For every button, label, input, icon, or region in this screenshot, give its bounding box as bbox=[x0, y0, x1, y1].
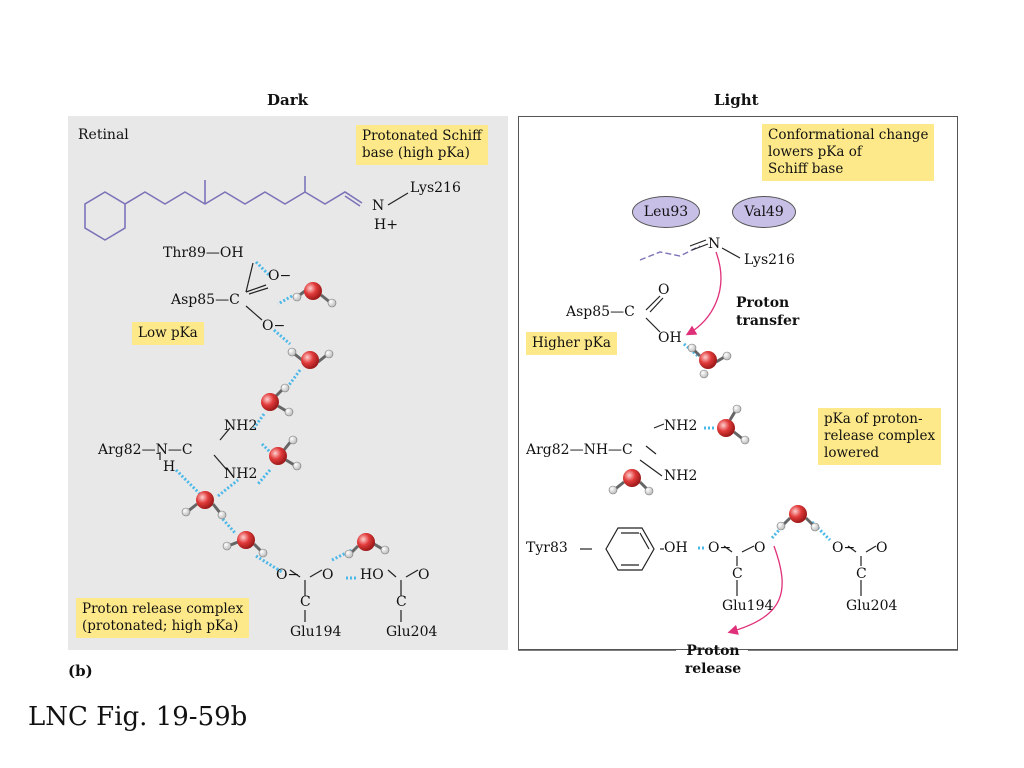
light-glu194-label: Glu194 bbox=[722, 598, 774, 614]
light-oh-label: OH bbox=[658, 330, 682, 346]
box-line: release complex bbox=[824, 428, 936, 444]
light-glu204-o-minus: O− bbox=[832, 540, 856, 556]
tyr-oh-label: OH bbox=[664, 540, 688, 556]
tyr-label: Tyr83 bbox=[526, 540, 568, 556]
label-line: Proton bbox=[686, 643, 740, 659]
dark-n-label: N bbox=[372, 198, 385, 214]
dark-panel-title: Dark bbox=[267, 91, 309, 109]
light-asp-label: Asp85—C bbox=[566, 304, 635, 320]
box-line: Schiff base bbox=[768, 161, 844, 177]
light-glu194-o-minus: O− bbox=[708, 540, 732, 556]
light-nh2-bottom: NH2 bbox=[664, 468, 698, 484]
retinal-label: Retinal bbox=[78, 127, 129, 143]
box-conformational-change: Conformational change lowers pKa of Schi… bbox=[762, 124, 935, 181]
box-line: lowers pKa of bbox=[768, 144, 862, 160]
thr-label: Thr89—OH bbox=[163, 245, 244, 261]
dark-lys-label: Lys216 bbox=[410, 180, 461, 196]
dark-glu194-o-minus: O− bbox=[276, 567, 300, 583]
light-c1: C bbox=[732, 566, 743, 582]
dark-glu204-o: O bbox=[418, 567, 430, 583]
light-lys-label: Lys216 bbox=[744, 252, 795, 268]
box-low-pka: Low pKa bbox=[132, 322, 204, 345]
box-line: base (high pKa) bbox=[362, 145, 470, 161]
light-nh2-top: NH2 bbox=[664, 418, 698, 434]
proton-release-label: Proton release bbox=[680, 642, 746, 678]
dark-glu194-label: Glu194 bbox=[290, 624, 342, 640]
dark-ho-label: HO bbox=[360, 567, 384, 583]
box-line: Conformational change bbox=[768, 127, 929, 143]
dark-nh2-bottom: NH2 bbox=[224, 466, 258, 482]
box-line: pKa of proton- bbox=[824, 411, 923, 427]
dark-h-label: H bbox=[163, 459, 176, 475]
label-line: Proton bbox=[736, 295, 790, 311]
dark-o-minus-bottom: O− bbox=[262, 318, 286, 334]
figure-caption: LNC Fig. 19-59b bbox=[28, 702, 248, 732]
light-glu204-o: O bbox=[876, 540, 888, 556]
box-higher-pka: Higher pKa bbox=[526, 332, 617, 355]
box-release-complex-lowered: pKa of proton- release complex lowered bbox=[818, 408, 942, 465]
label-line: release bbox=[684, 661, 742, 677]
proton-transfer-label: Proton transfer bbox=[736, 294, 799, 330]
light-arg-label: Arg82—NH—C bbox=[526, 442, 633, 458]
dark-glu204-label: Glu204 bbox=[386, 624, 438, 640]
label-line: transfer bbox=[736, 313, 800, 329]
light-c2: C bbox=[856, 566, 867, 582]
dark-waters bbox=[181, 282, 390, 559]
dark-h-plus-label: H+ bbox=[374, 217, 398, 233]
box-line: lowered bbox=[824, 445, 880, 461]
light-panel-title: Light bbox=[714, 91, 759, 109]
dark-arg-label: Arg82—N—C bbox=[98, 442, 193, 458]
box-line: (protonated; high pKa) bbox=[82, 618, 239, 634]
leu-oval: Leu93 bbox=[632, 196, 700, 228]
light-glu194-o: O bbox=[754, 540, 766, 556]
figure-tag: (b) bbox=[68, 662, 93, 680]
box-protonated-schiff-base: Protonated Schiff base (high pKa) bbox=[356, 125, 488, 165]
dark-c-glu194: C bbox=[300, 594, 311, 610]
dark-o-minus-top: O− bbox=[268, 268, 292, 284]
dark-panel bbox=[68, 116, 508, 650]
light-n-label: N bbox=[708, 236, 721, 252]
box-line: Proton release complex bbox=[82, 601, 244, 617]
light-glu204-label: Glu204 bbox=[846, 598, 898, 614]
light-o-top: O bbox=[658, 282, 670, 298]
dark-asp-label: Asp85—C bbox=[171, 292, 240, 308]
retinal-chain bbox=[84, 176, 363, 241]
dark-nh2-top: NH2 bbox=[224, 418, 258, 434]
box-line: Protonated Schiff bbox=[362, 128, 482, 144]
light-waters bbox=[608, 343, 820, 532]
box-proton-release-complex: Proton release complex (protonated; high… bbox=[76, 598, 250, 638]
val-oval: Val49 bbox=[732, 196, 796, 228]
dark-glu194-o: O bbox=[322, 567, 334, 583]
dark-c-glu204: C bbox=[396, 594, 407, 610]
